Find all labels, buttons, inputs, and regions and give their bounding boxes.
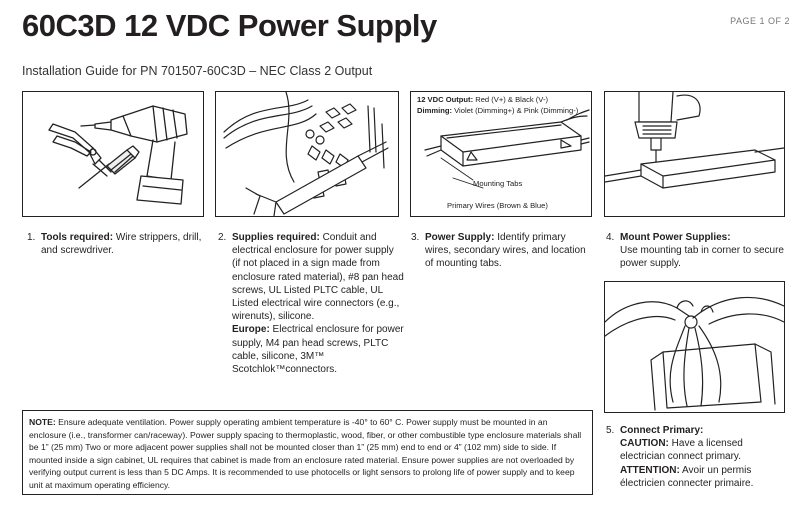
note-label: NOTE: <box>29 417 56 427</box>
tools-illustration-panel <box>22 91 204 217</box>
caulk-gun-icon <box>245 141 389 216</box>
step-5-number: 5. <box>606 425 615 436</box>
page-number: PAGE 1 OF 2 <box>730 16 790 26</box>
page-subtitle: Installation Guide for PN 701507-60C3D –… <box>22 64 373 78</box>
drill-icon <box>80 105 188 205</box>
svg-text:Dimming: Violet (Dimming+) & P: Dimming: Violet (Dimming+) & Pink (Dimmi… <box>417 106 579 115</box>
power-supply-illustration-panel: 12 VDC Output: Red (V+) & Black (V-) Dim… <box>410 91 592 217</box>
hands-icon <box>605 296 784 337</box>
drill-icon <box>634 92 701 169</box>
output-text: Red (V+) & Black (V-) <box>473 95 548 104</box>
step-4-heading: Mount Power Supplies: <box>620 232 731 243</box>
step-2-text: Conduit and electrical enclosure for pow… <box>232 232 404 323</box>
power-supply-icon <box>424 109 590 167</box>
step-2-europe-heading: Europe: <box>232 324 270 336</box>
primary-wires-label: Primary Wires (Brown & Blue) <box>447 201 548 210</box>
step-5-caution-text: Have a licensed electrician connect prim… <box>620 438 743 463</box>
step-1-text: Wire strippers, drill, and screwdriver. <box>41 232 202 257</box>
step-4-number: 4. <box>606 232 615 243</box>
connect-primary-illustration-panel <box>604 281 785 413</box>
step-2-europe-text: Electrical enclosure for power supply, M… <box>232 324 404 376</box>
power-supply-icon <box>605 147 784 189</box>
step-4: 4. Mount Power Supplies: Use mounting tab… <box>606 231 786 271</box>
step-2: 2. Supplies required: Conduit and electr… <box>218 231 404 376</box>
step-1-heading: Tools required: <box>41 232 114 243</box>
page-title: 60C3D 12 VDC Power Supply <box>22 8 437 43</box>
step-5-attention-text: Avoir un permis électricien connecter pr… <box>620 464 754 489</box>
dimming-text: Violet (Dimming+) & Pink (Dimming-) <box>452 106 579 115</box>
step-2-number: 2. <box>218 232 227 243</box>
ventilation-note: NOTE: Ensure adequate ventilation. Power… <box>22 410 593 495</box>
step-5-attention-heading: ATTENTION: <box>620 464 680 476</box>
step-3-number: 3. <box>411 232 420 243</box>
wire-icon <box>669 325 722 407</box>
step-4-text: Use mounting tab in corner to secure pow… <box>620 245 784 270</box>
mounting-tabs-label: Mounting Tabs <box>473 179 522 188</box>
wire-icon <box>223 92 317 183</box>
step-3: 3. Power Supply: Identify primary wires,… <box>411 231 591 271</box>
dimming-label: Dimming: <box>417 106 452 115</box>
screwdriver-icon <box>78 145 140 189</box>
step-3-heading: Power Supply: <box>425 232 495 243</box>
step-5: 5. Connect Primary: CAUTION: Have a lice… <box>606 424 786 490</box>
wire-stripper-icon <box>48 123 112 177</box>
step-5-heading: Connect Primary: <box>620 425 704 436</box>
step-5-caution-heading: CAUTION: <box>620 438 669 450</box>
cable-tie-icon <box>367 105 385 169</box>
step-1-number: 1. <box>27 232 36 243</box>
output-label: 12 VDC Output: <box>417 95 473 104</box>
mounting-illustration-panel <box>604 91 785 217</box>
svg-text:12 VDC Output: Red (V+) & Blac: 12 VDC Output: Red (V+) & Black (V-) <box>417 95 548 104</box>
note-text: Ensure adequate ventilation. Power suppl… <box>29 417 582 490</box>
step-1: 1. Tools required: Wire strippers, drill… <box>27 231 207 257</box>
step-2-heading: Supplies required: <box>232 232 320 243</box>
step-3-text: Identify primary wires, secondary wires,… <box>425 232 586 270</box>
supplies-illustration-panel <box>215 91 399 217</box>
